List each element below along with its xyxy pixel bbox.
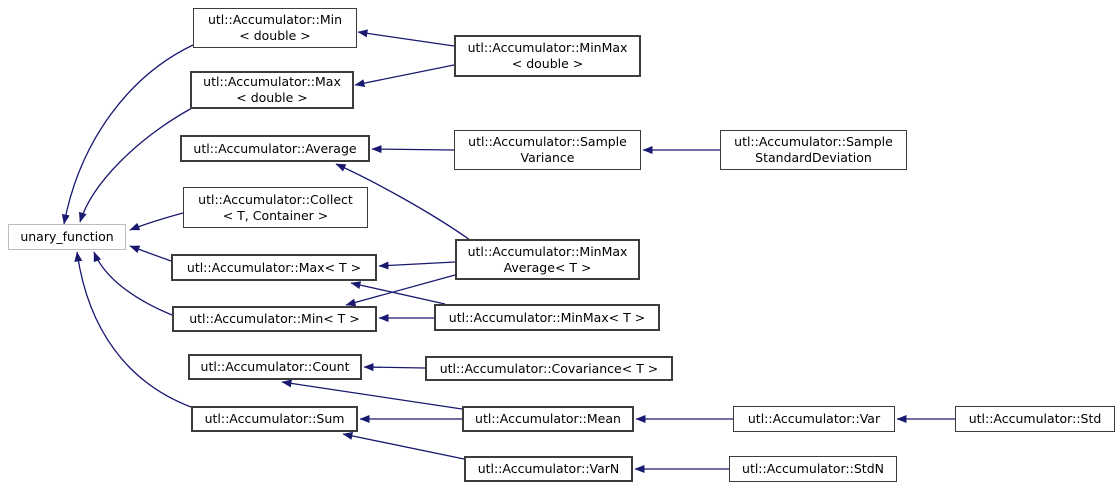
edge-minmax-average-to-min-t: [345, 274, 456, 307]
node-accumulator-var[interactable]: utl::Accumulator::Var: [733, 406, 895, 432]
edge-collect-to-unary-function: [129, 212, 184, 231]
node-accumulator-sum[interactable]: utl::Accumulator::Sum: [191, 406, 358, 432]
edge-sum-to-unary-function: [74, 251, 192, 408]
node-unary-function: unary_function: [8, 224, 126, 250]
node-accumulator-count[interactable]: utl::Accumulator::Count: [188, 354, 362, 380]
edge-max-t-to-unary-function: [129, 245, 172, 262]
node-accumulator-minmax-t[interactable]: utl::Accumulator::MinMax< T >: [434, 304, 660, 331]
edge-mean-to-count: [281, 379, 463, 410]
node-accumulator-covariance-t[interactable]: utl::Accumulator::Covariance< T >: [425, 356, 673, 381]
node-accumulator-min-t[interactable]: utl::Accumulator::Min< T >: [172, 306, 377, 332]
node-accumulator-minmax-average-t[interactable]: utl::Accumulator::MinMax Average< T >: [455, 239, 640, 280]
edge-minmax-double-to-min-double: [357, 29, 455, 47]
edge-min-t-to-unary-function: [93, 251, 173, 316]
edge-min-double-to-unary-function: [61, 44, 194, 225]
node-accumulator-mean[interactable]: utl::Accumulator::Mean: [462, 406, 634, 432]
edge-minmax-t-to-max-t: [350, 281, 446, 305]
node-accumulator-average[interactable]: utl::Accumulator::Average: [180, 135, 370, 162]
edge-minmax-average-to-average: [335, 163, 471, 241]
node-accumulator-sample-variance[interactable]: utl::Accumulator::Sample Variance: [454, 130, 641, 170]
node-accumulator-max-t[interactable]: utl::Accumulator::Max< T >: [171, 254, 377, 281]
node-accumulator-min-double[interactable]: utl::Accumulator::Min < double >: [193, 8, 357, 48]
node-accumulator-sample-standard-deviation[interactable]: utl::Accumulator::Sample StandardDeviati…: [720, 130, 907, 170]
edge-varn-to-sum: [342, 432, 465, 460]
node-accumulator-minmax-double[interactable]: utl::Accumulator::MinMax < double >: [454, 35, 641, 77]
edge-minmax-average-to-max-t: [378, 261, 456, 270]
node-accumulator-stdn[interactable]: utl::Accumulator::StdN: [729, 456, 897, 482]
node-accumulator-std[interactable]: utl::Accumulator::Std: [955, 406, 1115, 432]
edge-max-double-to-unary-function: [78, 107, 193, 223]
node-accumulator-max-double[interactable]: utl::Accumulator::Max < double >: [190, 71, 354, 109]
edge-sample-variance-to-average: [371, 145, 455, 154]
edge-minmax-double-to-max-double: [354, 64, 455, 88]
edge-covariance-to-count: [363, 363, 426, 372]
node-accumulator-collect[interactable]: utl::Accumulator::Collect < T, Container…: [183, 187, 368, 228]
node-accumulator-varn[interactable]: utl::Accumulator::VarN: [464, 456, 633, 482]
